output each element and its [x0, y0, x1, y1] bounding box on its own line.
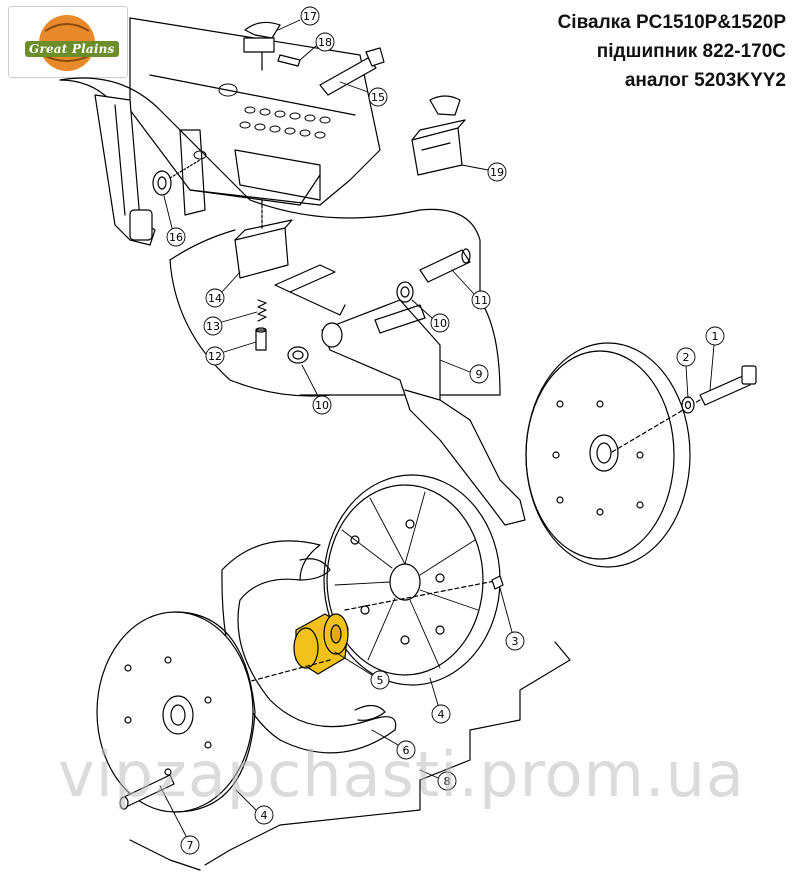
- title-line-3: аналог 5203KYY2: [624, 70, 786, 91]
- callout-4-upper: 4: [438, 708, 445, 721]
- part-3-nut: [491, 575, 504, 590]
- callout-19: 19: [490, 166, 504, 179]
- part-5-bearing: [179, 579, 501, 701]
- callouts: [159, 6, 725, 855]
- callout-10-upper: 10: [433, 317, 447, 330]
- part-15-bolt: [319, 47, 385, 96]
- callout-6: 6: [403, 744, 410, 757]
- callout-13: 13: [206, 320, 220, 333]
- part-17-t-handle: [243, 21, 281, 71]
- callout-9: 9: [476, 368, 483, 381]
- title-line-2: підшипник 822-170C: [596, 41, 786, 62]
- callout-7: 7: [187, 839, 194, 852]
- callout-2: 2: [683, 351, 690, 364]
- wheel-right: [525, 342, 691, 568]
- callout-12: 12: [208, 350, 222, 363]
- callout-15: 15: [371, 91, 385, 104]
- part-9-arm: [321, 299, 526, 526]
- callout-1: 1: [712, 330, 719, 343]
- part-2-washer: [681, 396, 695, 414]
- logo-text: Great Plains: [25, 41, 119, 57]
- part-11-shaft: [419, 248, 471, 283]
- callout-11: 11: [474, 294, 488, 307]
- title-line-1: Сівалка PC1510P&1520P: [557, 12, 786, 33]
- pedal-plate: [274, 264, 346, 316]
- part-7-bolt: [119, 774, 175, 810]
- part-1-bolt: [611, 365, 757, 453]
- wheel-left: [96, 611, 256, 813]
- callout-4-lower: 4: [261, 809, 268, 822]
- part-18-pin: [277, 54, 301, 67]
- part-6-tire: [221, 540, 397, 754]
- part-12-bolt: [255, 327, 267, 351]
- part-16-nut: [152, 159, 201, 196]
- left-bracket: [94, 94, 156, 246]
- part-10-bushing-upper: [396, 281, 414, 303]
- part-19-clamp: [411, 95, 466, 176]
- callout-14: 14: [208, 292, 222, 305]
- callout-5: 5: [377, 674, 384, 687]
- wheel-spoked: [323, 474, 501, 686]
- part-13-spring: [257, 299, 267, 322]
- frame-holes: [193, 83, 331, 160]
- callout-16: 16: [169, 231, 183, 244]
- part-14-block: [234, 199, 293, 279]
- callout-labels: 17 18 15 19 16 14 13 12 11 10 10 9 1 2 3…: [169, 10, 719, 852]
- title-block: Сівалка PC1510P&1520P підшипник 822-170C…: [558, 8, 786, 95]
- callout-18: 18: [318, 36, 332, 49]
- callout-3: 3: [512, 635, 519, 648]
- base-outline: [129, 641, 571, 871]
- callout-10-lower: 10: [315, 399, 329, 412]
- brand-logo: Great Plains: [8, 6, 128, 78]
- callout-8: 8: [444, 775, 451, 788]
- callout-17: 17: [303, 10, 317, 23]
- part-10-bushing-lower: [287, 346, 309, 364]
